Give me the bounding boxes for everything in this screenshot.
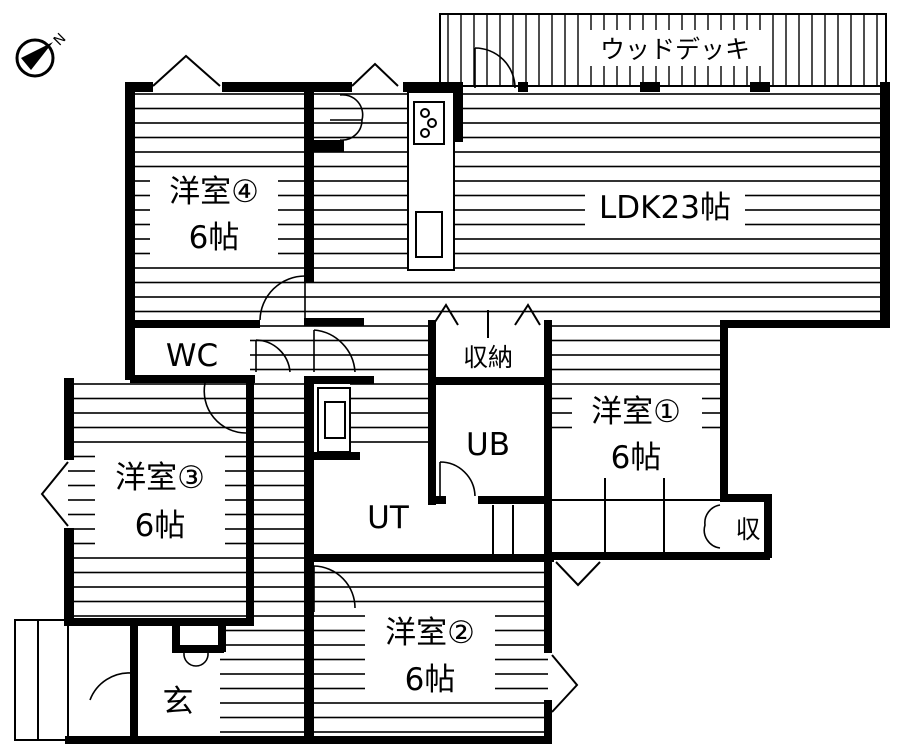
entrance-steps xyxy=(14,619,69,741)
room-size-western2: 6帖 xyxy=(405,662,456,698)
room-size-western4: 6帖 xyxy=(189,220,240,256)
wood-deck: ウッドデッキ xyxy=(439,13,887,87)
floor-washroom xyxy=(350,380,428,455)
room-label-ldk: LDK23帖 xyxy=(599,190,731,226)
deck-label: ウッドデッキ xyxy=(600,35,750,64)
western1-lower-lines xyxy=(492,478,722,555)
doors xyxy=(89,47,721,736)
windows xyxy=(40,54,601,713)
stove-burner-icon xyxy=(420,108,430,118)
floor-hallway xyxy=(250,325,310,740)
room-label-storage: 収納 xyxy=(463,343,513,372)
room-label-ub: UB xyxy=(466,427,510,463)
room-label-wc: WC xyxy=(166,338,218,374)
room-label-western3: 洋室③ xyxy=(115,460,205,496)
room-label-entrance: 玄 xyxy=(163,684,194,720)
sink-icon xyxy=(415,211,443,258)
room-label-ut: UT xyxy=(367,500,410,536)
room-label-western1: 洋室① xyxy=(591,394,681,430)
compass-label: N xyxy=(51,30,70,49)
room-label-western2: 洋室② xyxy=(385,615,475,651)
room-label-western4: 洋室④ xyxy=(169,174,259,210)
room-size-western3: 6帖 xyxy=(135,508,186,544)
room-label-closet: 収 xyxy=(735,515,760,544)
compass-north-icon: N xyxy=(15,30,70,78)
walls xyxy=(64,82,890,744)
kitchen-counter xyxy=(407,91,455,271)
room-size-western1: 6帖 xyxy=(611,440,662,476)
